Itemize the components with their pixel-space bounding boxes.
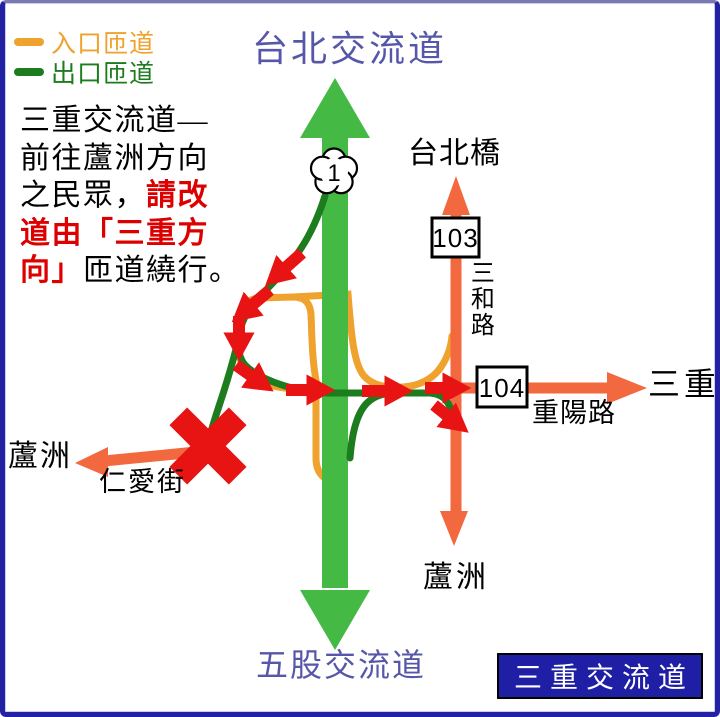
advisory-line1: 三重交流道— [20,104,209,137]
advisory-line3-red: 請改 [146,179,209,212]
highway-1-number: 1 [327,160,340,187]
sanchong-arrowhead-icon [607,372,647,404]
label-wugu-interchange: 五股交流道 [256,647,427,683]
label-renai-street: 仁愛街 [99,467,186,497]
diagram-title-box: 三重交流道 [497,653,703,699]
advisory-line3-black: 之民眾， [20,179,146,212]
freeway-north-arrowhead-icon [300,78,370,138]
legend-entrance-ramp: 入口匝道 [14,24,155,60]
taipei-bridge-arrowhead-icon [442,176,470,215]
route-104-number: 104 [479,373,525,403]
advisory-line4-red: 道由「三重方 [20,216,209,250]
label-taipei-bridge: 台北橋 [408,137,501,170]
label-taipei-interchange: 台北交流道 [252,29,448,69]
detour-arrow-4-icon [232,360,274,392]
luzhou-south-arrowhead-icon [440,511,468,546]
legend-exit-label: 出口匝道 [51,61,156,88]
detour-arrow-8-icon [430,400,469,433]
route-104-marker: 104 [475,365,529,409]
label-chongyang-road: 重陽路 [532,398,616,428]
detour-arrow-1-icon [265,248,306,286]
detour-arrows [223,248,472,433]
exit-ramp-swatch-icon [14,68,44,76]
advisory-line5-red: 向」 [20,254,83,287]
route-103-marker: 103 [430,216,481,259]
advisory-line2: 前往蘆洲方向 [20,141,209,175]
legend-entrance-label: 入口匝道 [51,31,156,58]
freeway-south-arrowhead-icon [300,590,370,650]
detour-arrow-2-icon [231,285,274,323]
renai-street-line [103,446,197,467]
legend-exit-ramp: 出口匝道 [14,54,155,90]
label-sanchong: 三重 [648,366,720,402]
label-luzhou-west: 蘆洲 [8,440,72,473]
road-closed-x-icon [169,407,247,485]
advisory-line5-black: 匝道繞行。 [83,254,241,287]
detour-advisory-text: 三重交流道— 前往蘆洲方向 之民眾，請改 道由「三重方 向」匝道繞行。 [20,102,241,290]
luzhou-west-arrowhead-icon [75,447,108,477]
label-sanhe-road: 三和路 [466,260,493,338]
freeway-arrow [300,78,370,650]
entrance-ramp-swatch-icon [14,38,44,46]
exit-ramp-south-curve [346,389,401,462]
label-luzhou-south: 蘆洲 [423,561,489,594]
route-103-number: 103 [432,223,478,253]
highway-1-shield-icon: 1 [309,147,359,195]
